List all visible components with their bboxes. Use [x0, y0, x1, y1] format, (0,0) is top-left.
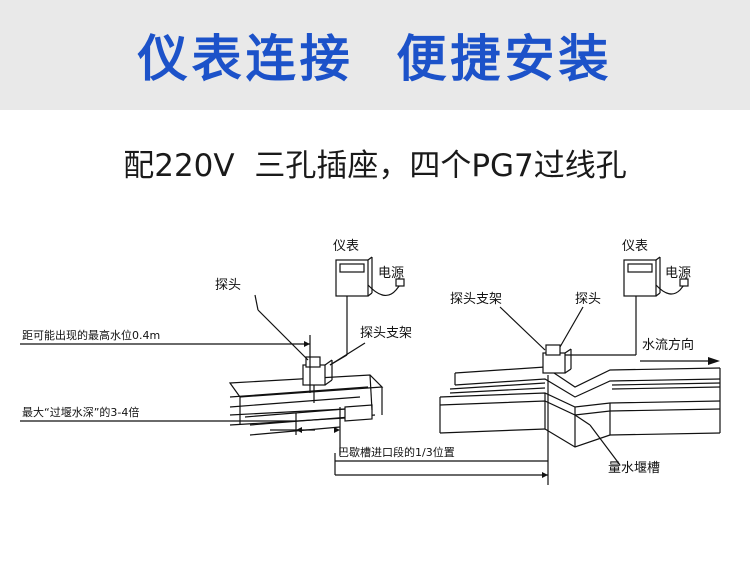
- right-power-cable: [655, 284, 685, 295]
- header-band: 仪表连接 便捷安装: [0, 0, 750, 110]
- right-position-label: 巴歇槽进口段的1/3位置: [338, 445, 455, 459]
- left-depth-label: 最大“过堰水深”的3-4倍: [22, 405, 139, 419]
- right-probe-bracket-label: 探头支架: [450, 292, 502, 307]
- left-power-cable: [367, 284, 401, 296]
- page-title: 仪表连接 便捷安装: [137, 30, 613, 88]
- right-power-label: 电源: [665, 266, 691, 281]
- left-power-plug: [395, 278, 405, 287]
- left-probe-bracket-label: 探头支架: [360, 326, 412, 341]
- right-installation-diagram: [334, 256, 721, 485]
- left-meter-label: 仪表: [333, 239, 359, 254]
- right-flow-direction-label: 水流方向: [642, 337, 694, 353]
- right-weir-channel: [439, 366, 721, 485]
- right-power-plug: [679, 278, 689, 287]
- right-meter-box: [623, 256, 661, 297]
- left-installation-diagram: [20, 256, 405, 455]
- right-meter-label: 仪表: [622, 239, 648, 254]
- page-subtitle: 配220V 三孔插座，四个PG7过线孔: [123, 148, 627, 184]
- right-weir-label: 量水堰槽: [608, 461, 660, 476]
- installation-diagram: 仪表 电源 探头 探头支架 距可能出现的最高水位0.4m 最大“过堰水深”的3-…: [20, 239, 721, 485]
- right-probe-bracket: [542, 344, 572, 374]
- left-distance-label: 距可能出现的最高水位0.4m: [22, 328, 160, 342]
- left-probe-label: 探头: [215, 278, 241, 293]
- left-power-label: 电源: [378, 266, 404, 281]
- left-meter-box: [335, 256, 373, 297]
- right-probe-label: 探头: [575, 292, 601, 307]
